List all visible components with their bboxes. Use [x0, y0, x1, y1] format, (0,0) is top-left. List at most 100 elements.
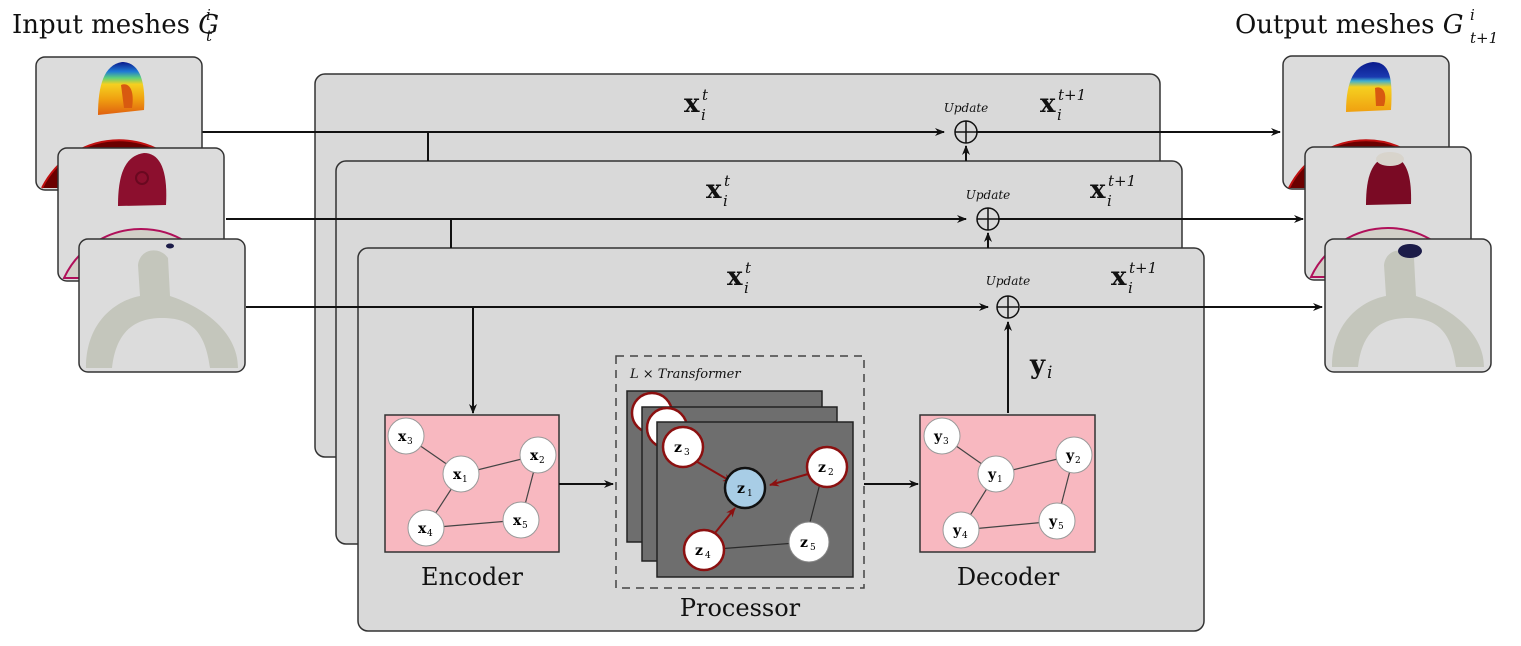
svg-text:x: x	[453, 467, 462, 483]
svg-text:t+1: t+1	[1058, 86, 1086, 104]
oplus-update-3	[996, 295, 1020, 319]
svg-text:x: x	[1090, 175, 1106, 205]
svg-text:x: x	[418, 521, 427, 537]
transformer-repeat-box	[615, 355, 865, 589]
layer-1-flow: Update x t i x t+1 i	[202, 86, 1281, 161]
svg-text:z: z	[800, 535, 808, 551]
svg-text:4: 4	[427, 529, 433, 539]
output-mesh-3	[1324, 238, 1492, 373]
svg-text:3: 3	[943, 437, 949, 447]
svg-text:y: y	[1065, 448, 1075, 464]
svg-text:t: t	[702, 86, 709, 104]
svg-text:z: z	[818, 460, 826, 476]
svg-text:i: i	[701, 106, 706, 124]
svg-text:5: 5	[1058, 522, 1064, 532]
x-t-label: x t i	[727, 259, 752, 297]
svg-text:3: 3	[407, 437, 413, 447]
svg-text:x: x	[706, 175, 722, 205]
svg-text:t+1: t+1	[1129, 259, 1157, 277]
svg-text:x: x	[727, 262, 743, 292]
svg-text:t: t	[206, 27, 213, 45]
svg-text:i: i	[206, 6, 211, 24]
svg-text:i: i	[1107, 192, 1112, 210]
svg-text:x: x	[530, 448, 539, 464]
update-label: Update	[944, 101, 989, 115]
svg-text:t: t	[724, 172, 731, 190]
svg-text:Output meshes G: Output meshes G	[1235, 10, 1464, 40]
svg-text:y: y	[933, 429, 943, 445]
svg-text:1: 1	[747, 489, 753, 499]
oplus-update-1	[954, 120, 978, 144]
svg-text:2: 2	[1075, 456, 1081, 466]
svg-text:y: y	[1048, 514, 1058, 530]
oplus-update-2	[976, 207, 1000, 231]
svg-text:2: 2	[828, 468, 834, 478]
x-t-label: x t i	[706, 172, 731, 210]
x-t-label: x t i	[684, 86, 709, 124]
svg-text:i: i	[723, 192, 728, 210]
x-t-plus-1-label: x t+1 i	[1111, 259, 1157, 297]
output-meshes-title: Output meshes G i t+1	[1235, 6, 1498, 47]
input-mesh-3	[78, 238, 246, 373]
svg-text:t+1: t+1	[1470, 29, 1498, 47]
input-meshes-title: Input meshes G i t	[12, 6, 219, 45]
svg-text:z: z	[737, 481, 745, 497]
svg-text:i: i	[1128, 279, 1133, 297]
y-i-label: y i	[1029, 350, 1052, 383]
svg-text:4: 4	[705, 551, 711, 561]
svg-text:t: t	[745, 259, 752, 277]
layer-2-flow: Update x t i x t+1 i	[226, 172, 1304, 248]
x-t-plus-1-label: x t+1 i	[1040, 86, 1086, 124]
decoder-label: Decoder	[957, 563, 1060, 591]
svg-text:1: 1	[462, 475, 468, 485]
svg-text:i: i	[744, 279, 749, 297]
layer-3-flow: Update x t i x t+1 i y i	[246, 259, 1323, 414]
update-label: Update	[966, 188, 1011, 202]
x-t-plus-1-label: x t+1 i	[1090, 172, 1136, 210]
svg-text:z: z	[695, 543, 703, 559]
svg-text:4: 4	[962, 531, 968, 541]
svg-text:i: i	[1047, 363, 1052, 383]
svg-text:1: 1	[997, 475, 1003, 485]
svg-text:y: y	[952, 523, 962, 539]
svg-text:i: i	[1057, 106, 1062, 124]
svg-text:x: x	[513, 513, 522, 529]
svg-text:Input meshes G: Input meshes G	[12, 10, 219, 40]
svg-text:x: x	[1040, 89, 1056, 119]
svg-text:3: 3	[684, 448, 690, 458]
processor-label: Processor	[680, 594, 801, 622]
svg-text:x: x	[398, 429, 407, 445]
svg-text:x: x	[684, 89, 700, 119]
svg-text:y: y	[1029, 350, 1046, 380]
update-label: Update	[986, 274, 1031, 288]
encoder-label: Encoder	[421, 563, 523, 591]
svg-text:2: 2	[539, 456, 545, 466]
transformer-repeat-label: L × Transformer	[629, 367, 741, 382]
svg-text:z: z	[674, 440, 682, 456]
svg-text:x: x	[1111, 262, 1127, 292]
svg-text:t+1: t+1	[1108, 172, 1136, 190]
svg-text:i: i	[1470, 6, 1475, 24]
svg-text:5: 5	[522, 521, 528, 531]
svg-text:5: 5	[810, 543, 816, 553]
